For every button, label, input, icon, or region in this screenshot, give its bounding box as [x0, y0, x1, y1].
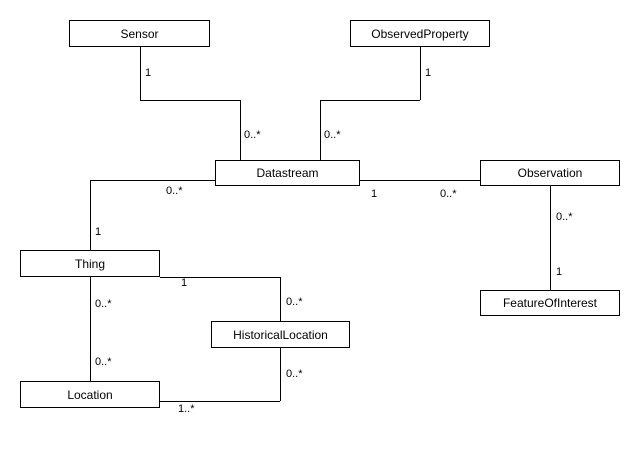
connector-segment: [90, 180, 91, 250]
multiplicity-label: 0..*: [324, 129, 341, 141]
connector-segment: [280, 277, 281, 321]
entity-label: ObservedProperty: [371, 26, 469, 41]
entity-box-historicallocation[interactable]: HistoricalLocation: [211, 321, 350, 348]
entity-label: Location: [67, 387, 113, 402]
multiplicity-label: 0..*: [95, 298, 112, 310]
entity-box-observation[interactable]: Observation: [480, 160, 620, 186]
entity-box-sensor[interactable]: Sensor: [69, 20, 210, 47]
multiplicity-label: 1: [95, 226, 102, 238]
multiplicity-label: 1: [425, 67, 432, 79]
entity-box-datastream[interactable]: Datastream: [215, 160, 360, 186]
multiplicity-label: 1: [371, 188, 378, 200]
multiplicity-label: 0..*: [95, 356, 112, 368]
multiplicity-label: 1: [145, 67, 152, 79]
connector-segment: [90, 277, 91, 381]
entity-box-location[interactable]: Location: [20, 381, 160, 408]
entity-label: Thing: [74, 256, 106, 271]
multiplicity-label: 0..*: [286, 296, 303, 308]
multiplicity-label: 1: [181, 277, 188, 289]
connector-segment: [90, 180, 215, 181]
connector-segment: [420, 47, 421, 100]
multiplicity-label: 0..*: [286, 368, 303, 380]
entity-box-featureofinterest[interactable]: FeatureOfInterest: [480, 290, 620, 316]
entity-box-thing[interactable]: Thing: [20, 250, 160, 277]
entity-label: HistoricalLocation: [233, 327, 328, 342]
connector-segment: [360, 180, 480, 181]
connector-segment: [240, 100, 241, 160]
connector-segment: [550, 186, 551, 290]
connector-segment: [160, 401, 280, 402]
multiplicity-label: 0..*: [556, 211, 573, 223]
connector-segment: [140, 47, 141, 100]
entity-label: FeatureOfInterest: [502, 296, 598, 310]
connector-segment: [160, 277, 280, 278]
entity-box-observedproperty[interactable]: ObservedProperty: [350, 20, 490, 47]
connector-segment: [280, 348, 281, 401]
multiplicity-label: 0..*: [440, 188, 457, 200]
entity-label: Observation: [517, 166, 583, 180]
multiplicity-label: 1..*: [178, 403, 195, 415]
multiplicity-label: 0..*: [166, 185, 183, 197]
connector-segment: [320, 100, 420, 101]
entity-label: Datastream: [256, 166, 319, 180]
connector-segment: [320, 100, 321, 160]
entity-label: Sensor: [120, 26, 159, 41]
multiplicity-label: 1: [556, 266, 563, 278]
multiplicity-label: 0..*: [244, 129, 261, 141]
connector-segment: [140, 100, 240, 101]
